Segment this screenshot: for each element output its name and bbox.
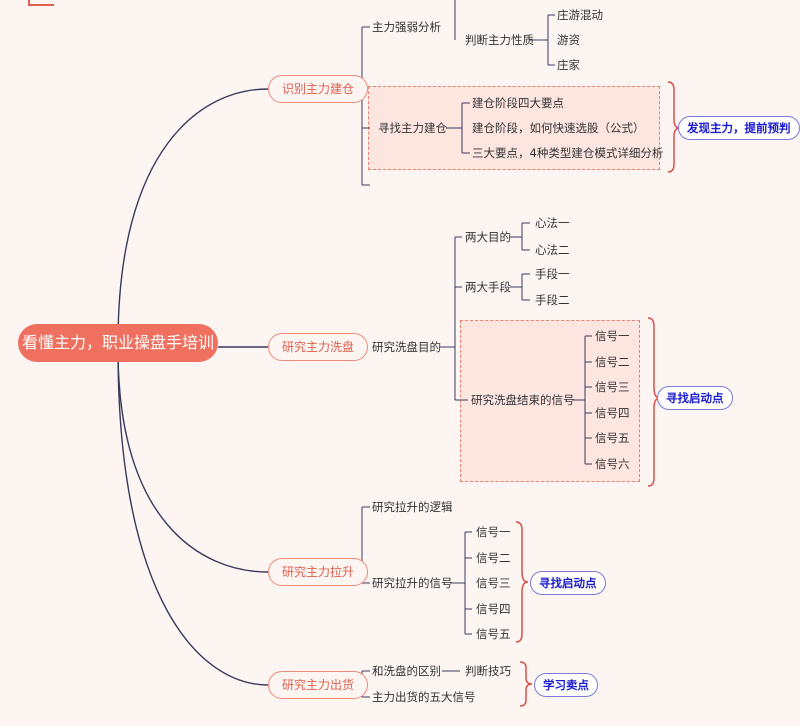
node-pull-signal-item[interactable]: 信号一 bbox=[476, 525, 511, 539]
root-node[interactable]: 看懂主力，职业操盘手培训 bbox=[18, 324, 218, 362]
node-signal-item[interactable]: 信号三 bbox=[595, 380, 630, 394]
node-find-item[interactable]: 建仓阶段四大要点 bbox=[472, 96, 564, 110]
node-signal-item[interactable]: 信号五 bbox=[595, 431, 630, 445]
branch-distribution[interactable]: 研究主力出货 bbox=[268, 671, 368, 699]
node-pull-logic[interactable]: 研究拉升的逻辑 bbox=[372, 500, 453, 514]
node-nature-item[interactable]: 庄家 bbox=[557, 58, 580, 72]
brace-b3 bbox=[515, 521, 529, 643]
node-nature-item[interactable]: 游资 bbox=[557, 33, 580, 47]
node-nature[interactable]: 判断主力性质 bbox=[465, 33, 534, 47]
branch-identify-build[interactable]: 识别主力建仓 bbox=[268, 75, 368, 103]
node-pull-signal-item[interactable]: 信号二 bbox=[476, 551, 511, 565]
node-wash-end-signal[interactable]: 研究洗盘结束的信号 bbox=[471, 393, 575, 407]
node-pull-signal[interactable]: 研究拉升的信号 bbox=[372, 576, 453, 590]
callout-find-start-wash[interactable]: 寻找启动点 bbox=[657, 386, 733, 410]
node-wash-purpose[interactable]: 研究洗盘目的 bbox=[372, 340, 441, 354]
brace-b4 bbox=[519, 661, 533, 707]
callout-learn-sell[interactable]: 学习卖点 bbox=[534, 673, 598, 697]
node-find-item[interactable]: 建仓阶段，如何快速选股（公式） bbox=[472, 121, 645, 135]
node-two-goals[interactable]: 两大目的 bbox=[465, 230, 511, 244]
node-five-signals[interactable]: 主力出货的五大信号 bbox=[372, 690, 476, 704]
connector-root-b3 bbox=[117, 349, 269, 573]
node-pull-signal-item[interactable]: 信号四 bbox=[476, 602, 511, 616]
node-means-item[interactable]: 手段一 bbox=[535, 267, 570, 281]
connector-root-b4 bbox=[117, 349, 269, 686]
callout-discover[interactable]: 发现主力，提前预判 bbox=[678, 116, 800, 140]
node-find-build[interactable]: 寻找主力建仓 bbox=[378, 121, 447, 135]
node-signal-item[interactable]: 信号六 bbox=[595, 457, 630, 471]
highlight-box-wash-signals bbox=[460, 320, 640, 482]
node-signal-item[interactable]: 信号四 bbox=[595, 406, 630, 420]
cropped-top-fragment bbox=[28, 0, 54, 6]
node-goal-item[interactable]: 心法二 bbox=[535, 243, 570, 257]
node-nature-item[interactable]: 庄游混动 bbox=[557, 8, 603, 22]
node-judge-skill[interactable]: 判断技巧 bbox=[465, 664, 511, 678]
callout-find-start-pull[interactable]: 寻找启动点 bbox=[530, 571, 606, 595]
node-signal-item[interactable]: 信号二 bbox=[595, 355, 630, 369]
node-signal-item[interactable]: 信号一 bbox=[595, 329, 630, 343]
node-two-means[interactable]: 两大手段 bbox=[465, 280, 511, 294]
node-pull-signal-item[interactable]: 信号五 bbox=[476, 627, 511, 641]
node-goal-item[interactable]: 心法一 bbox=[535, 216, 570, 230]
node-pull-signal-item[interactable]: 信号三 bbox=[476, 576, 511, 590]
node-find-item[interactable]: 三大要点，4种类型建仓模式详细分析 bbox=[472, 146, 664, 160]
branch-pull-up[interactable]: 研究主力拉升 bbox=[268, 558, 368, 586]
highlight-box-find-build bbox=[368, 86, 660, 170]
node-diff-wash[interactable]: 和洗盘的区别 bbox=[372, 664, 441, 678]
connector-root-b1 bbox=[117, 88, 269, 344]
node-means-item[interactable]: 手段二 bbox=[535, 293, 570, 307]
node-strength-analysis[interactable]: 主力强弱分析 bbox=[372, 20, 441, 34]
branch-wash[interactable]: 研究主力洗盘 bbox=[268, 333, 368, 361]
